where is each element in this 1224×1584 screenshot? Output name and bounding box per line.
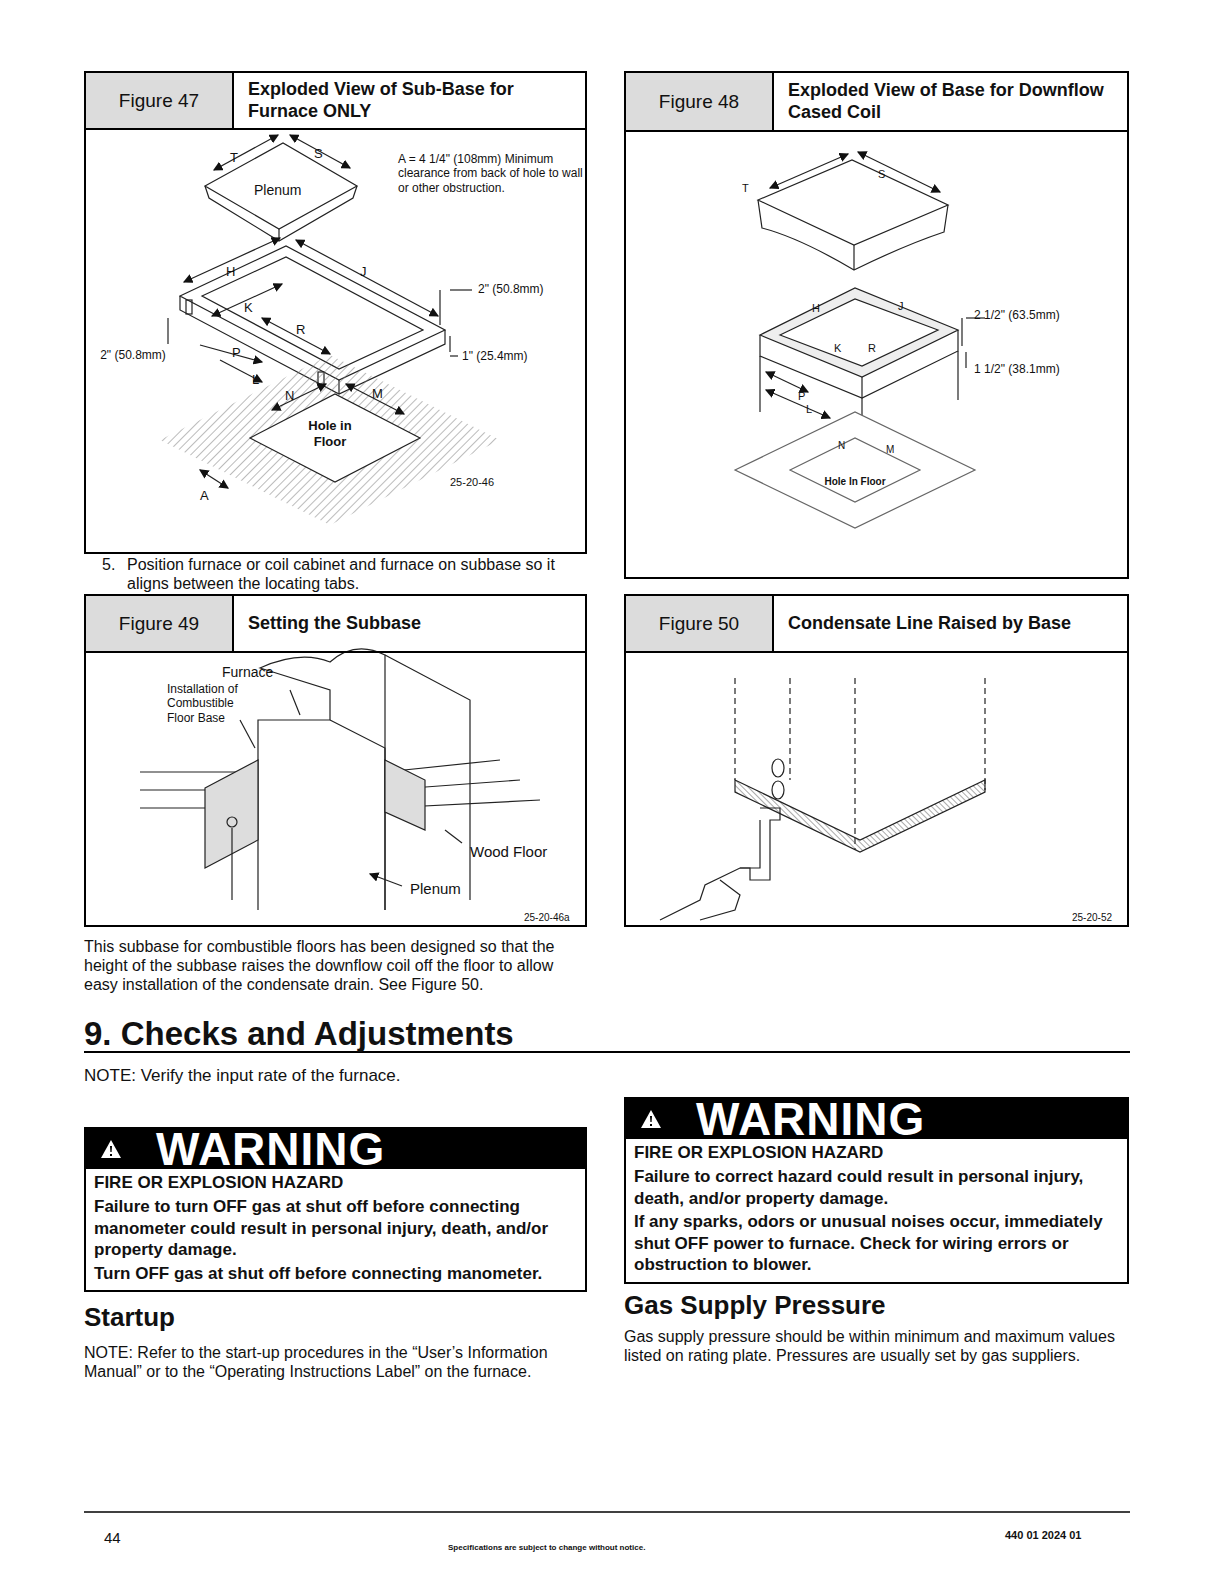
figure-title: Exploded View of Base for Downflow Cased… bbox=[788, 80, 1117, 123]
dimension-value: 1 1/2" (38.1mm) bbox=[974, 362, 1060, 376]
coil-cabinet-drain bbox=[660, 678, 985, 920]
warning-text: Failure to turn OFF gas at shut off befo… bbox=[94, 1196, 577, 1261]
figure-title: Setting the Subbase bbox=[248, 613, 421, 635]
dimension-letter: K bbox=[834, 342, 841, 355]
warning-text: Turn OFF gas at shut off before connecti… bbox=[94, 1263, 577, 1285]
dimension-letter: J bbox=[898, 300, 904, 313]
figure-header: Figure 48 Exploded View of Base for Downf… bbox=[626, 73, 1127, 132]
dimension-letter: L bbox=[806, 403, 812, 416]
dimension-value: 2" (50.8mm) bbox=[100, 348, 166, 362]
part-name: Plenum bbox=[410, 880, 461, 898]
dimension-letter: N bbox=[838, 440, 845, 452]
part-name: Furnace bbox=[222, 664, 273, 681]
dimension-letter: P bbox=[232, 345, 241, 361]
dimension-letter: A bbox=[200, 488, 209, 504]
dimension-value: 2" (50.8mm) bbox=[478, 282, 544, 296]
figure-title: Condensate Line Raised by Base bbox=[788, 613, 1071, 635]
part-name: Hole In Floor bbox=[816, 476, 894, 488]
part-name: Installation of Combustible Floor Base bbox=[167, 682, 257, 725]
dimension-letter: R bbox=[868, 342, 876, 355]
figure-frame: Figure 48 Exploded View of Base for Downf… bbox=[624, 71, 1129, 579]
figure-title-cell: Exploded View of Base for Downflow Cased… bbox=[774, 73, 1127, 130]
figure-frame: Figure 49 Setting the Subbase bbox=[84, 594, 587, 927]
warning-bar: WARNING bbox=[626, 1099, 1127, 1139]
warning-word: WARNING bbox=[156, 1129, 385, 1169]
subheading: Gas Supply Pressure bbox=[624, 1290, 886, 1321]
warning-triangle bbox=[640, 1109, 662, 1129]
figure-title-cell: Setting the Subbase bbox=[234, 596, 585, 651]
dimension-letter: L bbox=[252, 372, 259, 388]
figure-number-cell: Figure 50 bbox=[626, 596, 774, 651]
figure-number: Figure 48 bbox=[659, 91, 739, 113]
subheading: Startup bbox=[84, 1302, 175, 1333]
dimension-letter: P bbox=[798, 390, 805, 403]
figure-number: Figure 49 bbox=[119, 613, 199, 635]
coil-base bbox=[760, 288, 985, 420]
footer-note: Specifications are subject to change wit… bbox=[448, 1543, 645, 1553]
dimension-letter: N bbox=[285, 388, 294, 404]
step-text: Position furnace or coil cabinet and fur… bbox=[127, 555, 582, 593]
figure-header: Figure 47 Exploded View of Sub-Base for F… bbox=[86, 73, 585, 130]
plenum-tray bbox=[205, 135, 357, 241]
warning-triangle bbox=[100, 1139, 122, 1159]
dimension-letter: S bbox=[314, 146, 323, 162]
figure-frame: Figure 47 Exploded View of Sub-Base for F… bbox=[84, 71, 587, 554]
figure-title: Exploded View of Sub-Base for Furnace ON… bbox=[248, 79, 575, 122]
dimension-letter: H bbox=[812, 302, 820, 315]
figure-code: 25-20-46a bbox=[524, 912, 570, 924]
warning-box: WARNINGFIRE OR EXPLOSION HAZARDFailure t… bbox=[84, 1127, 587, 1292]
dimension-letter: J bbox=[360, 264, 367, 280]
step-number: 5. bbox=[102, 555, 115, 574]
part-name: Wood Floor bbox=[470, 843, 547, 861]
body-text: Gas supply pressure should be within min… bbox=[624, 1327, 1129, 1365]
coil-floor-hole bbox=[735, 412, 975, 528]
warning-body: FIRE OR EXPLOSION HAZARDFailure to turn … bbox=[86, 1169, 585, 1290]
warning-text: Failure to correct hazard could result i… bbox=[634, 1166, 1119, 1209]
dimension-letter: R bbox=[296, 322, 305, 338]
hazard-heading: FIRE OR EXPLOSION HAZARD bbox=[634, 1142, 1119, 1164]
warning-word: WARNING bbox=[696, 1099, 925, 1139]
figure-number-cell: Figure 49 bbox=[86, 596, 234, 651]
page-number: 44 bbox=[104, 1529, 121, 1547]
warning-body: FIRE OR EXPLOSION HAZARDFailure to corre… bbox=[626, 1139, 1127, 1282]
figure-header: Figure 49 Setting the Subbase bbox=[86, 596, 585, 653]
footer-rule bbox=[84, 1511, 1130, 1513]
warning-box: WARNINGFIRE OR EXPLOSION HAZARDFailure t… bbox=[624, 1097, 1129, 1284]
warning-bar: WARNING bbox=[86, 1129, 585, 1169]
figure-number-cell: Figure 48 bbox=[626, 73, 774, 130]
warning-text: If any sparks, odors or unusual noises o… bbox=[634, 1211, 1119, 1276]
clearance-note: A = 4 1/4" (108mm) Minimum clearance fro… bbox=[398, 152, 583, 195]
figure-header: Figure 50 Condensate Line Raised by Base bbox=[626, 596, 1127, 653]
figure-title-cell: Exploded View of Sub-Base for Furnace ON… bbox=[234, 73, 585, 128]
note-text: NOTE: Refer to the start-up procedures i… bbox=[84, 1343, 589, 1381]
dimension-letter: H bbox=[226, 264, 235, 280]
figure-code: 25-20-46 bbox=[450, 476, 494, 489]
dimension-value: 2 1/2" (63.5mm) bbox=[974, 308, 1060, 322]
floor-hole bbox=[160, 355, 500, 525]
figure-title-cell: Condensate Line Raised by Base bbox=[774, 596, 1127, 651]
part-name: Hole in Floor bbox=[306, 418, 354, 449]
figure-number: Figure 50 bbox=[659, 613, 739, 635]
note-text: NOTE: Verify the input rate of the furna… bbox=[84, 1066, 401, 1086]
dimension-letter: K bbox=[244, 300, 253, 316]
section-heading: 9. Checks and Adjustments bbox=[84, 1014, 514, 1054]
figure-number-cell: Figure 47 bbox=[86, 73, 234, 128]
furnace-on-wood-floor bbox=[140, 649, 540, 910]
dimension-letter: M bbox=[886, 444, 894, 456]
dimension-letter: T bbox=[742, 182, 749, 195]
figure-frame: Figure 50 Condensate Line Raised by Base bbox=[624, 594, 1129, 927]
figure-code: 25-20-52 bbox=[1072, 912, 1112, 924]
dimension-letter: S bbox=[878, 168, 885, 181]
figure-number: Figure 47 bbox=[119, 90, 199, 112]
dimension-letter: T bbox=[230, 150, 238, 166]
part-name: Plenum bbox=[254, 182, 301, 199]
document-number: 440 01 2024 01 bbox=[1005, 1529, 1081, 1542]
coil-plenum bbox=[758, 152, 948, 270]
dimension-letter: M bbox=[372, 386, 383, 402]
body-text: This subbase for combustible floors has … bbox=[84, 937, 589, 995]
dimension-value: 1" (25.4mm) bbox=[462, 349, 528, 363]
hazard-heading: FIRE OR EXPLOSION HAZARD bbox=[94, 1172, 577, 1194]
